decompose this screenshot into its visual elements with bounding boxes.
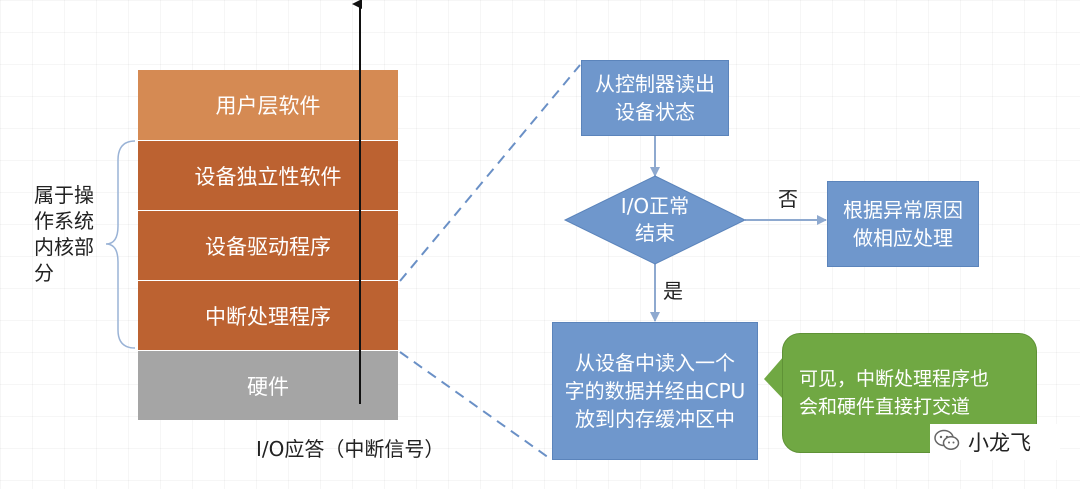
layer-user-software: 用户层软件 — [138, 70, 398, 140]
decision-label: I/O正常 结束 — [620, 194, 690, 245]
layer-hardware: 硬件 — [138, 350, 398, 420]
error-handling-box: 根据异常原因 做相应处理 — [827, 181, 979, 267]
io-response-label: I/O应答（中断信号） — [256, 437, 445, 461]
kernel-bracket — [105, 140, 136, 349]
layer-device-driver: 设备驱动程序 — [138, 210, 398, 280]
read-data-box: 从设备中读入一个 字的数据并经由CPU 放到内存缓冲区中 — [552, 322, 758, 460]
read-status-box: 从控制器读出 设备状态 — [581, 60, 729, 136]
decision-diamond — [563, 175, 747, 265]
kernel-label: 属于操 作系统 内核部 分 — [34, 183, 94, 285]
wechat-icon — [934, 429, 960, 455]
zoom-line-top — [399, 64, 581, 282]
note-tail — [764, 356, 784, 400]
layer-interrupt-handler: 中断处理程序 — [138, 280, 398, 350]
watermark-text: 小龙飞 — [968, 431, 1031, 455]
zoom-line-bottom — [399, 351, 553, 461]
yes-label: 是 — [663, 279, 683, 303]
watermark: 小龙飞 — [930, 424, 1060, 460]
layer-device-independent-software: 设备独立性软件 — [138, 140, 398, 210]
no-label: 否 — [778, 187, 798, 211]
